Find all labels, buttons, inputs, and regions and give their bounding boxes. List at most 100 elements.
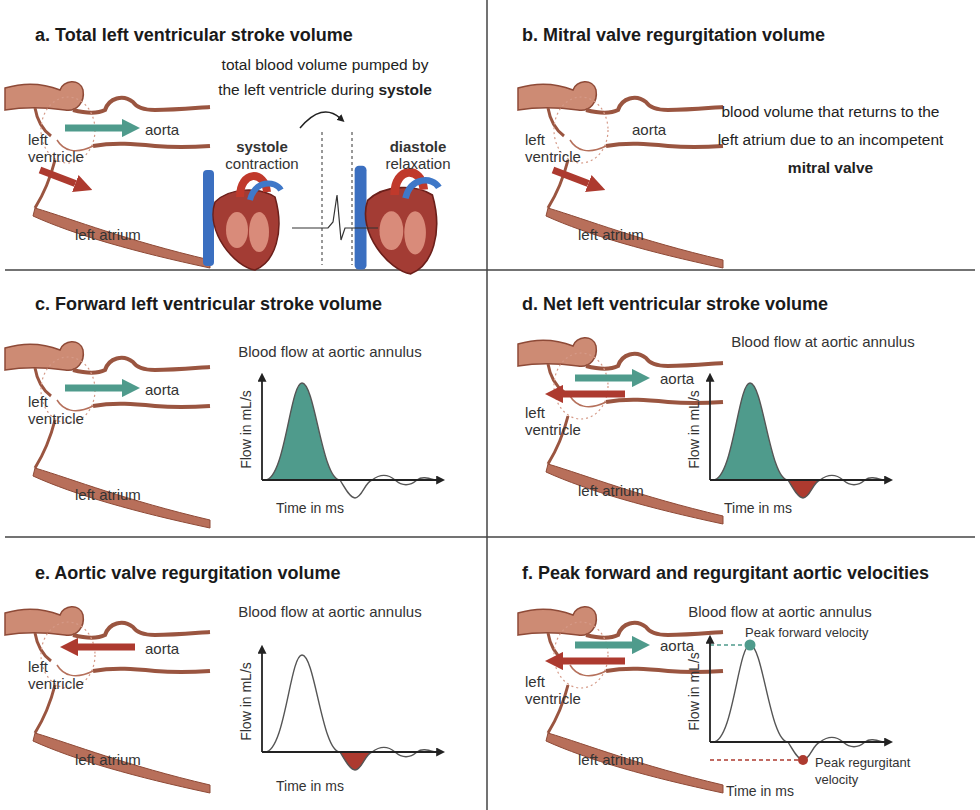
anatomy-label: left ventricle: [525, 673, 597, 707]
text-run: left atrium: [75, 751, 141, 768]
peak-label: Peak forward velocity: [745, 624, 905, 641]
forward-flow-arrow: [65, 125, 122, 132]
anatomy-label: left atrium: [75, 486, 175, 503]
text-run: aorta: [660, 637, 694, 654]
panel-description: blood volume that returns to the left at…: [713, 98, 948, 182]
heart-outflow-sketch: [5, 607, 210, 793]
peak-regurgitant-dot: [798, 755, 808, 765]
text-run: mitral valve: [788, 159, 873, 176]
text-run: relaxation: [385, 155, 450, 172]
text-run: Peak regurgitant velocity: [815, 755, 910, 787]
anatomy-label: aorta: [632, 121, 692, 138]
text-run: left atrium: [578, 482, 644, 499]
axis-label: Flow in mL/s: [238, 375, 255, 485]
chart-axes: [262, 380, 438, 480]
text-run: contraction: [225, 155, 298, 172]
heart-outflow-sketch: [5, 82, 210, 268]
phase-divider: [322, 132, 323, 265]
phase-arrow: [300, 112, 340, 128]
regurgitant-flow-arrow: [40, 170, 75, 184]
phase-label: systole contraction: [217, 138, 307, 172]
text-run: Flow in mL/s: [686, 652, 702, 731]
anatomy-label: left atrium: [75, 226, 175, 243]
heart-outflow-sketch: [518, 82, 723, 268]
regurgitant-flow-arrow: [553, 170, 588, 184]
text-run: aorta: [660, 370, 694, 387]
flow-chart: [262, 652, 438, 770]
peak-guide-line: [710, 759, 803, 761]
anatomy-label: aorta: [145, 121, 205, 138]
text-run: Blood flow at aortic annulus: [688, 603, 871, 620]
chart-title: Blood flow at aortic annulus: [215, 603, 445, 620]
text-run: left atrium: [578, 751, 644, 768]
chart-title: Blood flow at aortic annulus: [215, 343, 445, 360]
phase-divider: [352, 132, 353, 265]
text-run: b. Mitral valve regurgitation volume: [522, 25, 825, 45]
anatomy-label: left ventricle: [525, 131, 597, 165]
text-run: systole: [378, 81, 431, 98]
forward-flow-arrow: [575, 375, 632, 382]
chart-axes: [710, 642, 886, 742]
forward-flow-arrow: [575, 642, 632, 649]
figure-panel: a. Total left ventricular stroke volume t…: [0, 0, 487, 270]
anatomy-label: aorta: [660, 370, 720, 387]
text-run: systole: [236, 138, 288, 155]
text-run: left ventricle: [28, 393, 84, 427]
text-run: aorta: [145, 121, 179, 138]
anatomy-label: left ventricle: [28, 393, 100, 427]
anatomy-label: left ventricle: [28, 658, 100, 692]
chart-title: Blood flow at aortic annulus: [708, 333, 938, 350]
text-run: e. Aortic valve regurgitation volume: [35, 563, 340, 583]
text-run: blood volume that returns to the left at…: [718, 103, 944, 148]
axis-label: Time in ms: [703, 500, 813, 517]
text-run: aorta: [632, 121, 666, 138]
regurgitant-flow-arrow: [563, 391, 625, 398]
heart-outflow-sketch: [518, 338, 723, 524]
axis-label: Time in ms: [255, 500, 365, 517]
panel-divider: [486, 0, 488, 810]
text-run: Blood flow at aortic annulus: [731, 333, 914, 350]
heart-illustration: [355, 166, 439, 274]
text-run: Flow in mL/s: [238, 390, 254, 469]
text-run: Time in ms: [726, 783, 794, 799]
panel-heading: d. Net left ventricular stroke volume: [522, 293, 962, 315]
text-run: Blood flow at aortic annulus: [238, 343, 421, 360]
text-run: d. Net left ventricular stroke volume: [522, 294, 828, 314]
text-run: Flow in mL/s: [238, 662, 254, 741]
phase-label: diastole relaxation: [373, 138, 463, 172]
text-run: left atrium: [75, 226, 141, 243]
text-run: aorta: [145, 640, 179, 657]
panel-description: total blood volume pumped by the left ve…: [218, 52, 432, 102]
anatomy-label: left ventricle: [28, 131, 100, 165]
text-run: c. Forward left ventricular stroke volum…: [35, 294, 382, 314]
flow-chart: [710, 380, 886, 498]
text-run: diastole: [390, 138, 447, 155]
text-run: Time in ms: [276, 778, 344, 794]
text-run: Time in ms: [724, 500, 792, 516]
axis-label: Flow in mL/s: [238, 647, 255, 757]
text-run: Time in ms: [276, 500, 344, 516]
heart-illustration: [203, 170, 281, 270]
anatomy-label: left atrium: [578, 751, 678, 768]
text-run: a. Total left ventricular stroke volume: [35, 25, 353, 45]
figure-panel: d. Net left ventricular stroke volume: [487, 270, 980, 537]
panel-divider: [5, 269, 975, 271]
panel-heading: c. Forward left ventricular stroke volum…: [35, 293, 475, 315]
text-run: left atrium: [75, 486, 141, 503]
text-run: Flow in mL/s: [686, 390, 702, 469]
chart-axes: [262, 652, 438, 752]
regurgitant-flow-arrow: [78, 644, 135, 651]
axis-label: Flow in mL/s: [686, 375, 703, 485]
text-run: Peak forward velocity: [745, 625, 869, 640]
ecg-trace: [292, 195, 378, 240]
peak-forward-dot: [745, 640, 756, 651]
text-run: Blood flow at aortic annulus: [238, 603, 421, 620]
anatomy-label: aorta: [145, 381, 205, 398]
heart-outflow-sketch: [518, 607, 723, 793]
figure-panel: b. Mitral valve regurgitation volume bloo…: [487, 0, 980, 270]
peak-label: Peak regurgitant velocity: [815, 754, 925, 788]
text-run: left ventricle: [28, 131, 84, 165]
axis-label: Time in ms: [255, 778, 365, 795]
